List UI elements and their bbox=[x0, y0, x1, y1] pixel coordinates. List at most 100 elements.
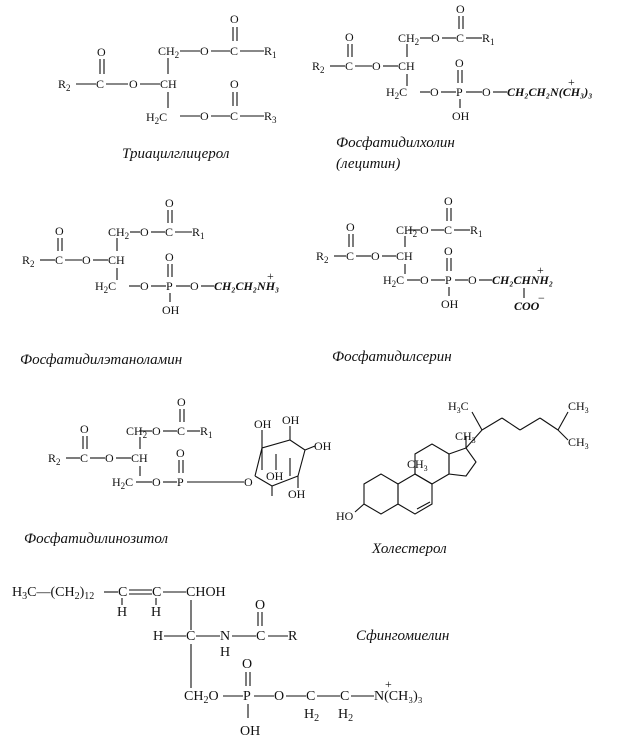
caption-sphingomyelin: Сфингомиелин bbox=[356, 628, 449, 644]
caption-phosphatidylcholine: Фосфатидилхолин bbox=[336, 135, 455, 151]
svg-text:R2: R2 bbox=[312, 59, 325, 75]
phosphatidylserine-structure: R2 C O O CH CH2 O C O R1 H2C O P O OH O … bbox=[316, 194, 553, 313]
svg-text:CH2: CH2 bbox=[398, 31, 419, 47]
svg-text:O: O bbox=[129, 77, 138, 91]
svg-text:C: C bbox=[345, 59, 353, 73]
svg-text:C: C bbox=[340, 689, 349, 704]
svg-text:H2C: H2C bbox=[112, 475, 133, 491]
svg-text:P: P bbox=[456, 85, 463, 99]
svg-text:H2C: H2C bbox=[146, 110, 167, 126]
svg-text:CH: CH bbox=[160, 77, 177, 91]
svg-text:O: O bbox=[456, 2, 465, 16]
svg-text:H2C: H2C bbox=[386, 85, 407, 101]
caption-phosphatidylserine: Фосфатидилсерин bbox=[332, 349, 452, 365]
svg-text:R1: R1 bbox=[192, 225, 205, 241]
svg-text:+: + bbox=[267, 269, 274, 283]
svg-text:O: O bbox=[165, 250, 174, 264]
svg-text:O: O bbox=[345, 30, 354, 44]
svg-text:CH: CH bbox=[398, 59, 415, 73]
svg-text:O: O bbox=[152, 475, 161, 489]
svg-text:OH: OH bbox=[452, 109, 470, 123]
caption-phosphatidylinositol: Фосфатидилинозитол bbox=[24, 531, 169, 547]
svg-text:P: P bbox=[177, 475, 184, 489]
svg-text:CH3: CH3 bbox=[568, 435, 589, 451]
svg-text:CH: CH bbox=[108, 253, 125, 267]
cholesterol-structure: CH3 CH3 H3C CH3 CH3 HO bbox=[336, 399, 589, 523]
svg-text:O: O bbox=[165, 196, 174, 210]
svg-text:HO: HO bbox=[336, 509, 354, 523]
svg-text:OH: OH bbox=[441, 297, 459, 311]
caption-cholesterol: Холестерол bbox=[371, 541, 447, 557]
svg-text:O: O bbox=[431, 31, 440, 45]
svg-text:−: − bbox=[538, 291, 545, 305]
svg-text:C: C bbox=[55, 253, 63, 267]
svg-text:CH2: CH2 bbox=[126, 424, 147, 440]
caption-triacylglycerol: Триацилглицерол bbox=[122, 146, 230, 162]
svg-text:CH: CH bbox=[131, 451, 148, 465]
svg-text:R1: R1 bbox=[482, 31, 495, 47]
svg-text:O: O bbox=[244, 475, 253, 489]
svg-text:O: O bbox=[430, 85, 439, 99]
svg-text:O: O bbox=[420, 273, 429, 287]
svg-text:OH: OH bbox=[240, 724, 260, 739]
phosphatidylinositol-structure: R2 C O O CH CH2 O C O R1 H2C O P O O OH … bbox=[48, 395, 332, 501]
svg-text:O: O bbox=[468, 273, 477, 287]
svg-text:O: O bbox=[255, 598, 265, 613]
svg-text:R2: R2 bbox=[58, 77, 71, 93]
svg-text:CH3: CH3 bbox=[455, 429, 476, 445]
svg-text:C: C bbox=[444, 223, 452, 237]
svg-text:C: C bbox=[80, 451, 88, 465]
svg-text:O: O bbox=[176, 446, 185, 460]
svg-text:C: C bbox=[186, 629, 195, 644]
svg-text:H2C: H2C bbox=[95, 279, 116, 295]
svg-text:O: O bbox=[482, 85, 491, 99]
svg-text:O: O bbox=[200, 44, 209, 58]
phosphatidylcholine-structure: R2 C O O CH CH2 O C O R1 H2C O P O OH O … bbox=[312, 2, 592, 123]
svg-text:C: C bbox=[230, 44, 238, 58]
svg-text:O: O bbox=[105, 451, 114, 465]
svg-text:CH2: CH2 bbox=[108, 225, 129, 241]
phosphatidylethanolamine-structure: R2 C O O CH CH2 O C O R1 H2C O P O OH O … bbox=[22, 196, 279, 317]
svg-text:C: C bbox=[118, 585, 127, 600]
svg-text:OH: OH bbox=[266, 469, 284, 483]
svg-text:CHOH: CHOH bbox=[186, 585, 226, 600]
svg-text:R1: R1 bbox=[200, 424, 213, 440]
svg-text:P: P bbox=[166, 279, 173, 293]
trimethylammonium-group: N(CH₃)₃ bbox=[374, 689, 423, 704]
svg-text:O: O bbox=[420, 223, 429, 237]
svg-text:CH: CH bbox=[396, 249, 413, 263]
ethanolamine-group: CH₂CH₂NH₃ bbox=[214, 279, 279, 293]
svg-text:C: C bbox=[346, 249, 354, 263]
svg-text:O: O bbox=[230, 12, 239, 26]
svg-text:P: P bbox=[243, 689, 251, 704]
svg-text:OH: OH bbox=[162, 303, 180, 317]
caption-lecithin: (лецитин) bbox=[336, 156, 400, 172]
svg-text:R1: R1 bbox=[470, 223, 483, 239]
svg-text:H: H bbox=[153, 629, 163, 644]
svg-text:O: O bbox=[455, 56, 464, 70]
svg-text:CH3: CH3 bbox=[568, 399, 589, 415]
svg-text:C: C bbox=[96, 77, 104, 91]
svg-text:R1: R1 bbox=[264, 44, 277, 60]
svg-text:C: C bbox=[230, 109, 238, 123]
svg-text:O: O bbox=[97, 45, 106, 59]
svg-text:O: O bbox=[140, 279, 149, 293]
svg-text:O: O bbox=[230, 77, 239, 91]
svg-text:OH: OH bbox=[282, 413, 300, 427]
svg-text:C: C bbox=[456, 31, 464, 45]
svg-text:CH2: CH2 bbox=[396, 223, 417, 239]
serine-carboxylate: COO bbox=[514, 299, 540, 313]
svg-text:C: C bbox=[177, 424, 185, 438]
svg-text:H3C: H3C bbox=[448, 399, 469, 415]
caption-phosphatidylethanolamine: Фосфатидилэтаноламин bbox=[20, 352, 182, 368]
svg-text:O: O bbox=[140, 225, 149, 239]
choline-group: CH₂CH₂N(CH₃)₃ bbox=[507, 85, 592, 99]
svg-text:OH: OH bbox=[314, 439, 332, 453]
svg-text:CH2: CH2 bbox=[158, 44, 179, 60]
svg-text:H3C—(CH2)12: H3C—(CH2)12 bbox=[12, 585, 94, 602]
svg-text:CH2O: CH2O bbox=[184, 689, 219, 706]
svg-text:C: C bbox=[306, 689, 315, 704]
sphingomyelin-structure: H3C—(CH2)12 C H C H CHOH H C N H C O R C… bbox=[12, 585, 423, 739]
svg-text:O: O bbox=[371, 249, 380, 263]
